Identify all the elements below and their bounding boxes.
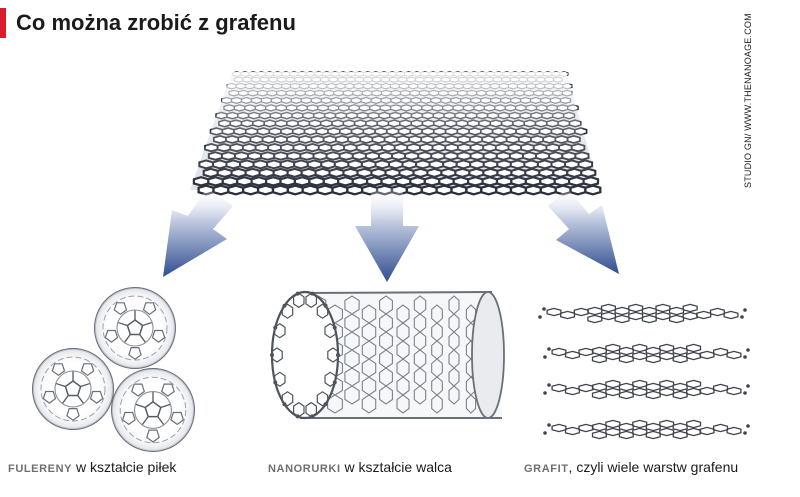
fullerene-ball-icon-top xyxy=(94,287,176,369)
caption-keyword: NANORURKI xyxy=(268,463,341,475)
down-arrow-icon-left xyxy=(163,188,233,277)
graphene-sheet-icon xyxy=(190,71,602,196)
down-arrow-icon-center xyxy=(355,188,419,282)
graphite-layers-icon xyxy=(538,303,750,440)
caption-nanotubes: NANORURKI w kształcie walca xyxy=(268,458,452,478)
caption-text: w kształcie walca xyxy=(340,459,452,475)
nanotube-cylinder-icon xyxy=(270,290,505,420)
caption-keyword: GRAFIT xyxy=(524,463,569,475)
down-arrow-icon-right xyxy=(548,188,619,274)
caption-graphite: GRAFIT, czyli wiele warstw grafenu xyxy=(524,458,738,478)
caption-text: , czyli wiele warstw grafenu xyxy=(568,459,739,475)
title-accent-bar xyxy=(0,8,6,38)
fullerene-ball-icon-left xyxy=(32,348,114,430)
fullerene-ball-icon-right xyxy=(111,368,195,452)
caption-text: w kształcie piłek xyxy=(72,459,177,475)
caption-keyword: FULERENY xyxy=(8,463,73,475)
caption-fullerenes: FULERENY w kształcie piłek xyxy=(8,458,176,478)
page-title: Co można zrobić z grafenu xyxy=(16,10,296,35)
